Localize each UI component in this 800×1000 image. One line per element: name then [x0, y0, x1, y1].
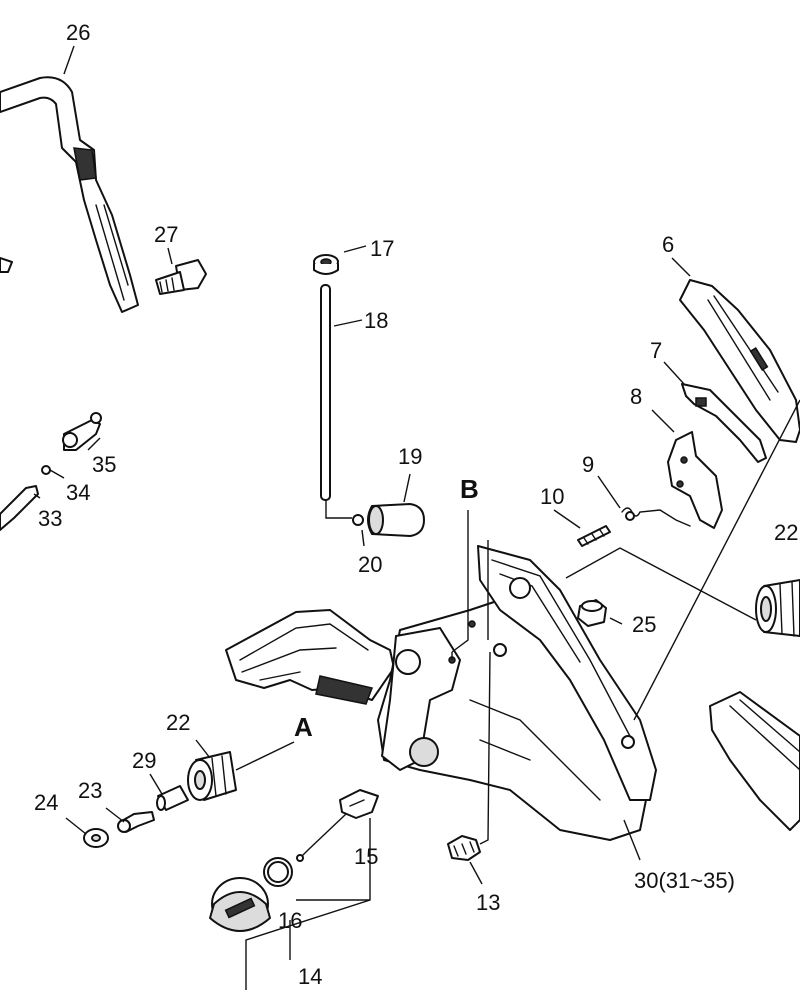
- leader-lines: [33, 45, 800, 990]
- label-23: 23: [78, 778, 102, 803]
- clamp-20: [352, 514, 364, 526]
- oil-cap-14: [209, 877, 271, 932]
- o-ring-16: [263, 857, 293, 887]
- label-13: 13: [476, 890, 500, 915]
- rubber-mount-22-right: [755, 579, 800, 637]
- label-27: 27: [154, 222, 178, 247]
- label-35: 35: [92, 452, 116, 477]
- label-34: 34: [66, 480, 90, 505]
- crankcase-30: [225, 545, 657, 841]
- bolt-13: [447, 835, 481, 861]
- oil-pipe-18: [320, 284, 331, 501]
- label-22-left: 22: [166, 710, 190, 735]
- spring-9: [621, 507, 691, 527]
- label-17: 17: [370, 236, 394, 261]
- screw-23: [117, 811, 155, 833]
- hose-33: [0, 485, 39, 531]
- fitting-35: [62, 412, 102, 451]
- rubber-mount-22-left: [187, 751, 237, 801]
- label-19: 19: [398, 444, 422, 469]
- label-9: 9: [582, 452, 594, 477]
- bolt-27: [155, 259, 207, 295]
- label-6: 6: [662, 232, 674, 257]
- cover-strip-6: [679, 279, 800, 443]
- front-handle-bar: [0, 76, 139, 313]
- label-24: 24: [34, 790, 58, 815]
- label-26: 26: [66, 20, 90, 45]
- label-22-right: 22: [774, 520, 798, 545]
- lever-7: [681, 383, 767, 463]
- washer-24: [83, 828, 109, 848]
- grommet-17: [313, 254, 339, 275]
- label-7: 7: [650, 338, 662, 363]
- bracket-8: [667, 431, 723, 529]
- label-10: 10: [540, 484, 564, 509]
- label-15: 15: [354, 844, 378, 869]
- label-8: 8: [630, 384, 642, 409]
- chain-cover-partial: [709, 691, 800, 831]
- part-labels: 26 27 17 18 19 20 6 7 8 9 10 B A 22 25 2…: [34, 20, 798, 989]
- label-A: A: [294, 712, 313, 742]
- label-20: 20: [358, 552, 382, 577]
- label-18: 18: [364, 308, 388, 333]
- strainer-15: [296, 789, 379, 862]
- oil-filter-19: [367, 503, 425, 537]
- collar-29: [156, 785, 189, 811]
- pin-10: [577, 525, 611, 547]
- o-ring-34: [41, 465, 51, 475]
- label-30: 30(31~35): [634, 868, 735, 893]
- label-33: 33: [38, 506, 62, 531]
- label-25: 25: [632, 612, 656, 637]
- label-29: 29: [132, 748, 156, 773]
- plug-25: [577, 599, 607, 627]
- label-16: 16: [278, 908, 302, 933]
- label-B: B: [460, 474, 479, 504]
- label-14: 14: [298, 964, 322, 989]
